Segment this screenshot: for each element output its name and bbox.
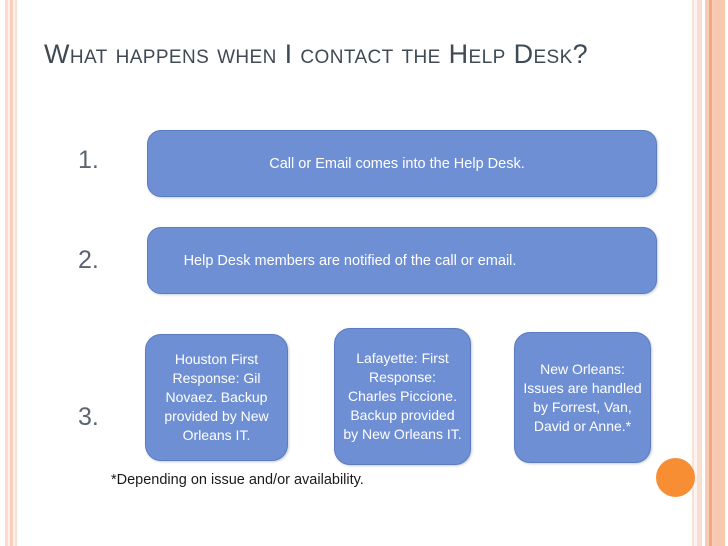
right-band-stripe-7	[712, 0, 715, 546]
left-band-stripe-2	[8, 0, 10, 546]
step-3-box-new-orleans-text: New Orleans: Issues are handled by Forre…	[523, 360, 642, 434]
right-band-stripe-3	[697, 0, 702, 546]
left-band-stripe-5	[15, 0, 17, 546]
right-band-stripe-1	[692, 0, 694, 546]
step-number-3: 3.	[78, 403, 99, 431]
right-band-stripe-2	[694, 0, 697, 546]
slide-title: What happens when I contact the Help Des…	[44, 39, 589, 69]
step-2-box: Help Desk members are notified of the ca…	[147, 227, 657, 294]
step-2-box-text: Help Desk members are notified of the ca…	[183, 252, 517, 269]
right-band-stripe-4	[702, 0, 705, 546]
step-3-box-new-orleans: New Orleans: Issues are handled by Forre…	[514, 332, 651, 463]
step-3-box-houston: Houston First Response: Gil Novaez. Back…	[145, 334, 288, 461]
step-3-box-houston-text: Houston First Response: Gil Novaez. Back…	[164, 351, 269, 443]
step-1-box: Call or Email comes into the Help Desk.	[147, 130, 657, 197]
step-3-box-lafayette: Lafayette: First Response: Charles Picci…	[334, 328, 471, 465]
step-3-box-lafayette-text: Lafayette: First Response: Charles Picci…	[343, 350, 462, 442]
left-band-stripe-1	[5, 0, 8, 546]
step-1-box-text: Call or Email comes into the Help Desk.	[269, 155, 525, 172]
right-band-stripe-5	[705, 0, 709, 546]
footnote-text: *Depending on issue and/or availability.	[111, 472, 364, 488]
step-number-2: 2.	[78, 246, 99, 274]
left-band-edge	[0, 0, 5, 546]
left-band-stripe-4	[13, 0, 15, 546]
right-band-stripe-9	[725, 0, 728, 546]
orange-circle-icon	[656, 458, 695, 497]
right-band-stripe-6	[709, 0, 712, 546]
step-number-1: 1.	[78, 146, 99, 174]
left-band-stripe-3	[10, 0, 13, 546]
right-band-stripe-8	[715, 0, 725, 546]
